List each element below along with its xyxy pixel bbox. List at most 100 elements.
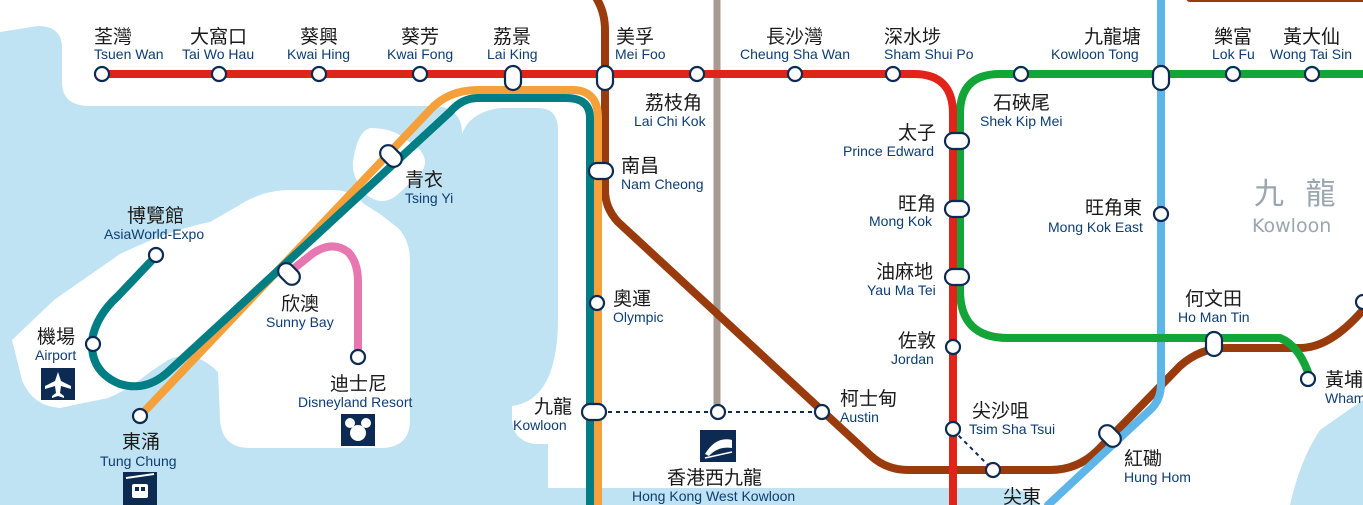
label-en-kowloon: Kowloon [513, 417, 567, 433]
station-marker-edge[interactable] [1354, 293, 1363, 311]
label-en-airport: Airport [35, 347, 76, 363]
station-marker-tung-chung[interactable] [131, 407, 149, 425]
mickey-icon [341, 414, 375, 446]
station-marker-hk-west-kowloon[interactable] [709, 403, 727, 421]
label-en-lok-fu: Lok Fu [1212, 46, 1255, 62]
airplane-icon [41, 368, 75, 400]
station-marker-nam-cheong[interactable] [587, 161, 615, 181]
district-label: 九 龍 Kowloon [1252, 177, 1342, 237]
station-marker-lai-chi-kok[interactable] [688, 65, 706, 83]
kwun-tong-line [956, 70, 1363, 382]
label-zh-kowloon-tong: 九龍塘 [1084, 26, 1141, 48]
station-marker-austin[interactable] [813, 403, 831, 421]
label-en-austin: Austin [840, 409, 879, 425]
label-en-lai-chi-kok: Lai Chi Kok [634, 113, 707, 129]
station-marker-airport[interactable] [84, 335, 102, 353]
label-zh-whampoa: 黃埔 [1325, 369, 1363, 391]
label-zh-lai-chi-kok: 荔枝角 [645, 92, 702, 114]
station-marker-tsuen-wan[interactable] [93, 65, 111, 83]
label-zh-hk-west-kowloon: 香港西九龍 [667, 467, 762, 489]
label-en-cheung-sha-wan: Cheung Sha Wan [740, 46, 850, 62]
label-en-kwai-fong: Kwai Fong [387, 46, 453, 62]
station-marker-asiaworld-expo[interactable] [147, 246, 165, 264]
label-zh-yau-ma-tei: 油麻地 [876, 261, 933, 283]
station-marker-whampoa[interactable] [1299, 370, 1317, 388]
label-en-mei-foo: Mei Foo [615, 46, 666, 62]
station-marker-tsing-yi[interactable] [377, 142, 405, 170]
label-en-asiaworld-expo: AsiaWorld-Expo [104, 226, 204, 242]
label-zh-tsing-yi: 青衣 [405, 169, 443, 191]
station-markers [84, 64, 1363, 479]
cable-car-icon [123, 472, 157, 505]
label-en-sham-shui-po: Sham Shui Po [884, 46, 974, 62]
station-marker-kwai-hing[interactable] [310, 65, 328, 83]
label-en-wong-tai-sin: Wong Tai Sin [1270, 46, 1352, 62]
station-marker-tai-wo-hau[interactable] [210, 65, 228, 83]
label-zh-shek-kip-mei: 石硤尾 [993, 92, 1050, 114]
station-marker-prince-edward[interactable] [943, 131, 971, 151]
station-marker-ho-man-tin[interactable] [1204, 330, 1224, 358]
label-en-tsim-sha-tsui: Tsim Sha Tsui [969, 421, 1055, 437]
station-marker-yau-ma-tei[interactable] [943, 267, 971, 287]
tsuen-wan-line [96, 70, 957, 505]
district-name-zh: 九 龍 [1254, 177, 1342, 212]
label-zh-lai-king: 荔景 [493, 26, 531, 48]
station-marker-jordan[interactable] [944, 338, 962, 356]
label-zh-sunny-bay: 欣澳 [281, 293, 319, 315]
station-marker-shek-kip-mei[interactable] [1012, 65, 1030, 83]
label-zh-nam-cheong: 南昌 [621, 155, 659, 177]
station-marker-east-tsim-sha-tsui[interactable] [984, 461, 1002, 479]
tuen-ma-line [592, 0, 1363, 474]
label-zh-tsim-sha-tsui: 尖沙咀 [972, 400, 1029, 422]
airport-express-line [87, 94, 594, 505]
label-en-tai-wo-hau: Tai Wo Hau [182, 46, 254, 62]
station-marker-lok-fu[interactable] [1224, 65, 1242, 83]
station-marker-cheung-sha-wan[interactable] [786, 65, 804, 83]
station-marker-kowloon[interactable] [580, 402, 608, 422]
label-en-mong-kok-east: Mong Kok East [1048, 219, 1143, 235]
label-zh-wong-tai-sin: 黃大仙 [1283, 26, 1340, 48]
station-marker-sham-shui-po[interactable] [884, 65, 902, 83]
station-marker-hung-hom[interactable] [1096, 422, 1124, 450]
label-zh-jordan: 佐敦 [898, 330, 936, 352]
station-marker-disneyland-resort[interactable] [349, 348, 367, 366]
water-east [1290, 400, 1363, 505]
station-marker-lai-king[interactable] [503, 64, 523, 92]
label-en-lai-king: Lai King [487, 46, 538, 62]
station-labels: 荃灣 Tsuen Wan 大窩口 Tai Wo Hau 葵興 Kwai Hing… [35, 26, 1363, 505]
station-marker-kowloon-tong[interactable] [1151, 64, 1171, 92]
label-en-sunny-bay: Sunny Bay [266, 314, 334, 330]
label-zh-mei-foo: 美孚 [616, 26, 654, 48]
station-marker-mong-kok-east[interactable] [1152, 205, 1170, 223]
east-rail-line [1044, 0, 1165, 505]
label-zh-lok-fu: 樂富 [1214, 26, 1252, 48]
station-marker-kwai-fong[interactable] [411, 65, 429, 83]
label-zh-austin: 柯士甸 [840, 388, 897, 410]
label-zh-mong-kok-east: 旺角東 [1085, 197, 1142, 219]
station-marker-mong-kok[interactable] [943, 199, 971, 219]
label-en-tsing-yi: Tsing Yi [405, 190, 453, 206]
label-zh-kwai-hing: 葵興 [300, 26, 338, 48]
label-en-whampoa: Whampoa [1325, 390, 1363, 406]
label-en-mong-kok: Mong Kok [869, 213, 933, 229]
label-zh-east-tsim-sha-tsui: 尖東 [1003, 486, 1041, 505]
label-zh-disneyland-resort: 迪士尼 [330, 373, 387, 395]
label-zh-tung-chung: 東涌 [122, 431, 160, 453]
label-en-tsuen-wan: Tsuen Wan [94, 46, 164, 62]
label-en-ho-man-tin: Ho Man Tin [1178, 309, 1250, 325]
station-marker-olympic[interactable] [588, 294, 606, 312]
label-en-hung-hom: Hung Hom [1124, 469, 1191, 485]
district-name-en: Kowloon [1252, 215, 1331, 237]
station-marker-wong-tai-sin[interactable] [1303, 65, 1321, 83]
station-marker-tsim-sha-tsui[interactable] [944, 420, 962, 438]
label-en-nam-cheong: Nam Cheong [621, 176, 704, 192]
label-zh-airport: 機場 [37, 326, 75, 348]
label-en-kwai-hing: Kwai Hing [287, 46, 350, 62]
label-en-tung-chung: Tung Chung [100, 453, 177, 469]
label-zh-kwai-fong: 葵芳 [401, 26, 439, 48]
label-zh-asiaworld-expo: 博覽館 [127, 205, 184, 227]
water-south [548, 488, 1040, 505]
station-marker-mei-foo[interactable] [595, 64, 615, 92]
station-marker-sunny-bay[interactable] [275, 260, 303, 288]
facility-icons [41, 368, 736, 505]
